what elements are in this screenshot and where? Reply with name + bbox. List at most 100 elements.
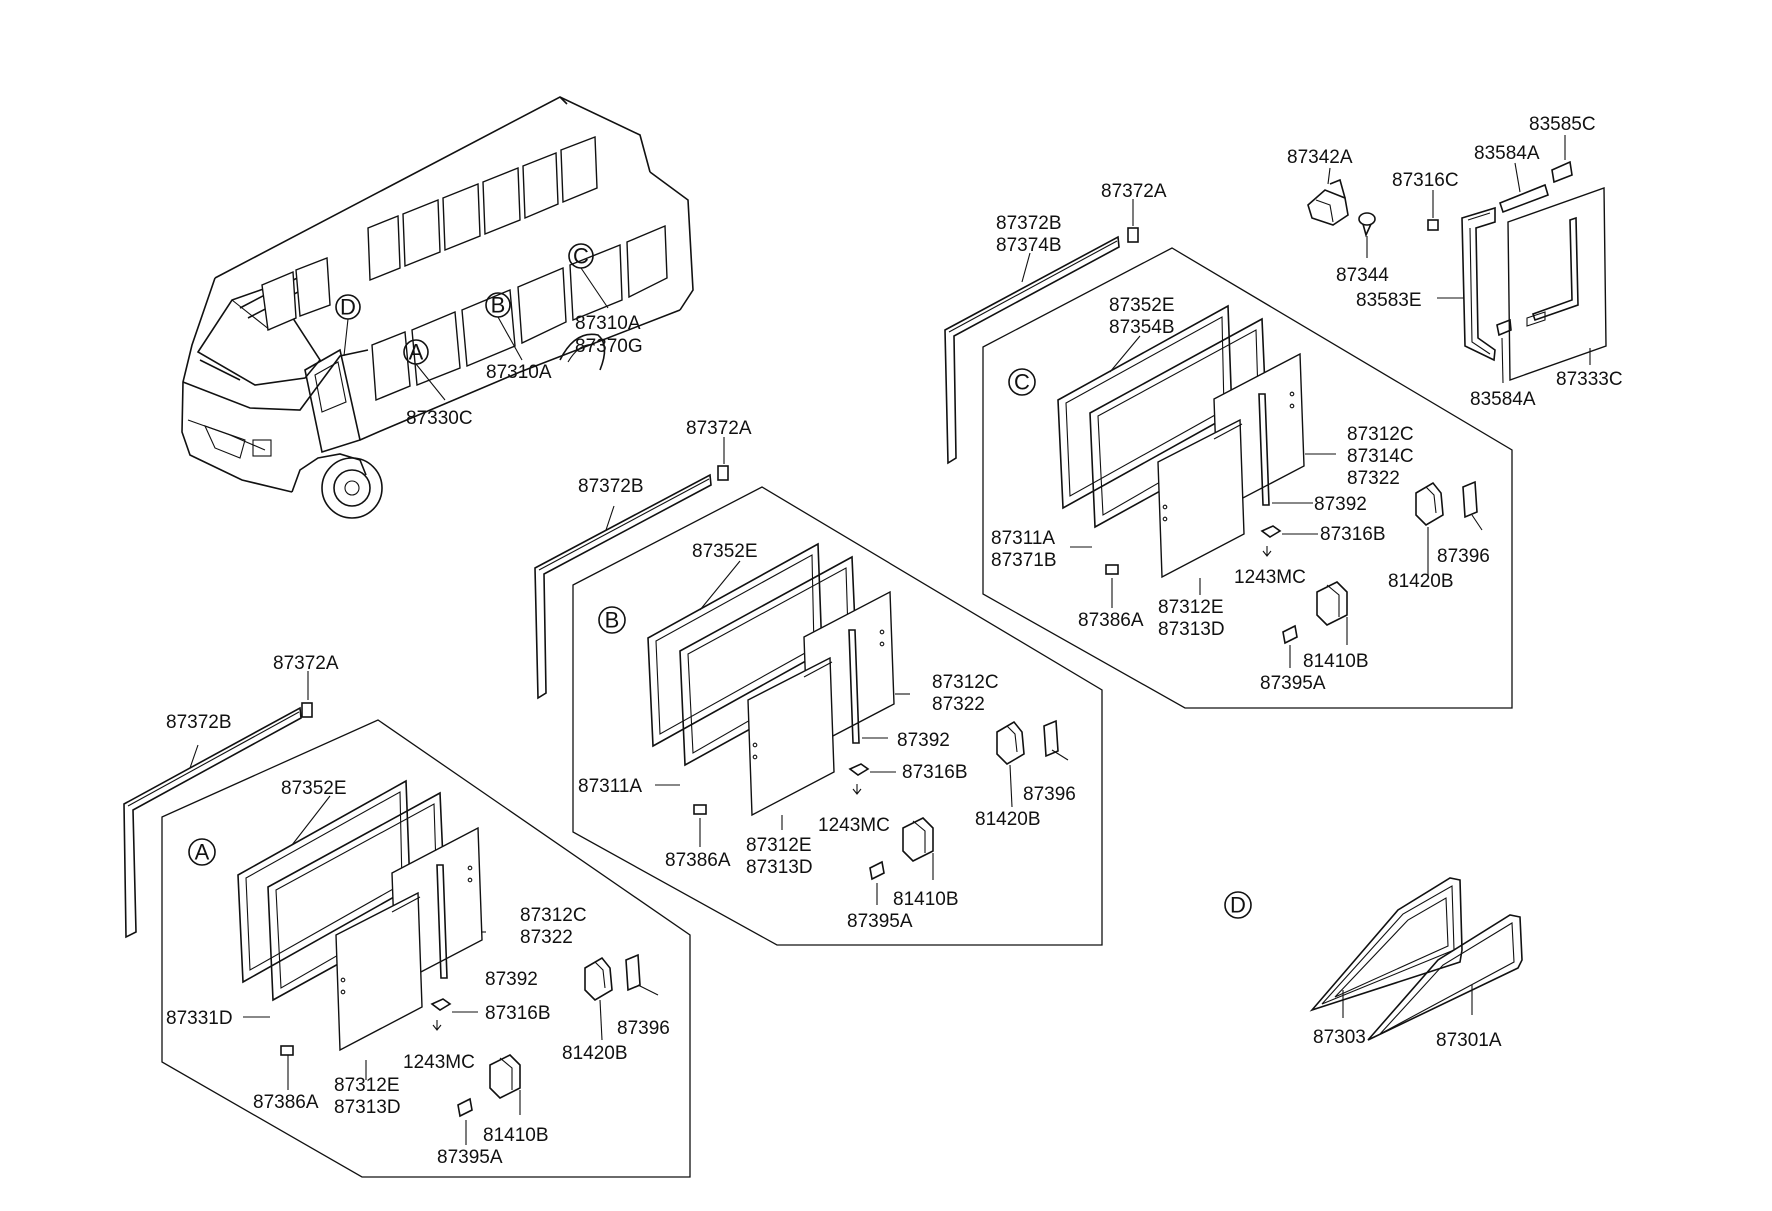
label-87310a-upper: 87310A xyxy=(575,313,641,334)
bus-body-outline xyxy=(181,96,694,519)
section-b-parts xyxy=(534,465,1059,881)
a-label-87312e: 87312E xyxy=(334,1075,400,1096)
section-b-leader-lines xyxy=(605,437,1069,905)
section-d-window-assembly: D 87303 87301A xyxy=(1224,877,1523,1051)
label-87316c: 87316C xyxy=(1392,170,1459,191)
b-label-87313d: 87313D xyxy=(746,857,813,878)
a-label-87372a: 87372A xyxy=(273,653,339,674)
bus-marker-d: D xyxy=(340,295,356,320)
section-d-marker: D xyxy=(1230,893,1246,918)
section-a-marker: A xyxy=(195,840,210,865)
section-b-panel xyxy=(572,486,1103,946)
bus-marker-circles: A B C D xyxy=(335,243,594,365)
c-label-87352e: 87352E xyxy=(1109,295,1175,316)
label-83583e: 83583E xyxy=(1356,290,1422,311)
a-label-87392: 87392 xyxy=(485,969,538,990)
c-label-87354b: 87354B xyxy=(1109,317,1175,338)
section-c-marker-circle xyxy=(1008,368,1036,396)
c-label-87374b: 87374B xyxy=(996,235,1062,256)
a-label-87312c: 87312C xyxy=(520,905,587,926)
bus-leader-lines xyxy=(343,267,609,401)
a-label-87331d: 87331D xyxy=(166,1008,233,1029)
d-label-87303: 87303 xyxy=(1313,1027,1366,1048)
b-label-87322: 87322 xyxy=(932,694,985,715)
section-a-parts xyxy=(123,702,641,1118)
c-label-87392: 87392 xyxy=(1314,494,1367,515)
section-b-marker: B xyxy=(605,608,620,633)
label-87370g: 87370G xyxy=(575,336,643,357)
c-label-87372a: 87372A xyxy=(1101,181,1167,202)
b-label-87372b: 87372B xyxy=(578,476,644,497)
a-label-87322: 87322 xyxy=(520,927,573,948)
b-label-87311a: 87311A xyxy=(578,776,642,797)
c-label-87386a: 87386A xyxy=(1078,610,1144,631)
b-label-87372a: 87372A xyxy=(686,418,752,439)
a-label-87352e: 87352E xyxy=(281,778,347,799)
b-label-87312c: 87312C xyxy=(932,672,999,693)
label-87344: 87344 xyxy=(1336,265,1389,286)
bus-illustration: A B C D 87310A 87370G 87310A 87330C xyxy=(181,96,694,519)
c-label-87312c: 87312C xyxy=(1347,424,1414,445)
sliding-window-detail: 87342A 87316C 83584A 83585C 87344 83583E… xyxy=(1287,114,1623,410)
a-label-1243mc: 1243MC xyxy=(403,1052,475,1073)
section-c-panel xyxy=(982,247,1513,709)
b-label-81420b: 81420B xyxy=(975,809,1041,830)
section-c-marker: C xyxy=(1014,370,1030,395)
bus-marker-c: C xyxy=(573,244,589,269)
section-d-leader-lines xyxy=(1342,985,1473,1018)
a-label-81410b: 81410B xyxy=(483,1125,549,1146)
bus-marker-a: A xyxy=(409,340,424,365)
section-d-part-labels: 87303 87301A xyxy=(1313,1027,1502,1051)
b-label-87395a: 87395A xyxy=(847,911,913,932)
d-label-87301a: 87301A xyxy=(1436,1030,1502,1051)
b-label-87312e: 87312E xyxy=(746,835,812,856)
section-a-marker-circle xyxy=(188,838,216,866)
bus-marker-b: B xyxy=(491,293,506,318)
a-label-87386a: 87386A xyxy=(253,1092,319,1113)
a-label-87396: 87396 xyxy=(617,1018,670,1039)
bus-part-labels: 87310A 87370G 87310A 87330C xyxy=(406,313,643,429)
c-label-87314c: 87314C xyxy=(1347,446,1414,467)
b-label-1243mc: 1243MC xyxy=(818,815,890,836)
label-83584a-lower: 83584A xyxy=(1470,389,1536,410)
label-87333c: 87333C xyxy=(1556,369,1623,390)
section-d-marker-circle xyxy=(1224,891,1252,919)
b-label-87352e: 87352E xyxy=(692,541,758,562)
label-83585c: 83585C xyxy=(1529,114,1596,135)
a-label-87313d: 87313D xyxy=(334,1097,401,1118)
label-87330c: 87330C xyxy=(406,408,473,429)
section-c-leader-lines xyxy=(1021,199,1483,668)
c-label-87396: 87396 xyxy=(1437,546,1490,567)
a-label-87372b: 87372B xyxy=(166,712,232,733)
c-label-87322: 87322 xyxy=(1347,468,1400,489)
section-a-part-labels: 87372A 87372B 87352E 87312C 87322 87392 … xyxy=(166,653,670,1168)
bus-side-windows xyxy=(261,135,668,402)
a-label-87395a: 87395A xyxy=(437,1147,503,1168)
b-label-81410b: 81410B xyxy=(893,889,959,910)
section-c-window-assembly: C xyxy=(944,181,1513,709)
c-label-87372b: 87372B xyxy=(996,213,1062,234)
c-label-87316b: 87316B xyxy=(1320,524,1386,545)
c-label-87311a: 87311A xyxy=(991,528,1055,549)
section-a-panel xyxy=(161,719,691,1178)
c-label-1243mc: 1243MC xyxy=(1234,567,1306,588)
section-b-window-assembly: B xyxy=(534,418,1103,946)
sliding-window-leader-lines xyxy=(1327,135,1591,384)
sliding-window-parts xyxy=(1307,160,1607,381)
c-label-87312e: 87312E xyxy=(1158,597,1224,618)
c-label-87313d: 87313D xyxy=(1158,619,1225,640)
c-label-87395a: 87395A xyxy=(1260,673,1326,694)
c-label-81420b: 81420B xyxy=(1388,571,1454,592)
b-label-87396: 87396 xyxy=(1023,784,1076,805)
section-a-window-assembly: A xyxy=(123,653,691,1178)
section-a-leader-lines xyxy=(189,671,659,1145)
label-87310a: 87310A xyxy=(486,362,552,383)
a-label-81420b: 81420B xyxy=(562,1043,628,1064)
sliding-window-part-labels: 87342A 87316C 83584A 83585C 87344 83583E… xyxy=(1287,114,1623,410)
c-label-87371b: 87371B xyxy=(991,550,1057,571)
section-d-parts xyxy=(1309,877,1523,1041)
b-label-87316b: 87316B xyxy=(902,762,968,783)
label-87342a: 87342A xyxy=(1287,147,1353,168)
